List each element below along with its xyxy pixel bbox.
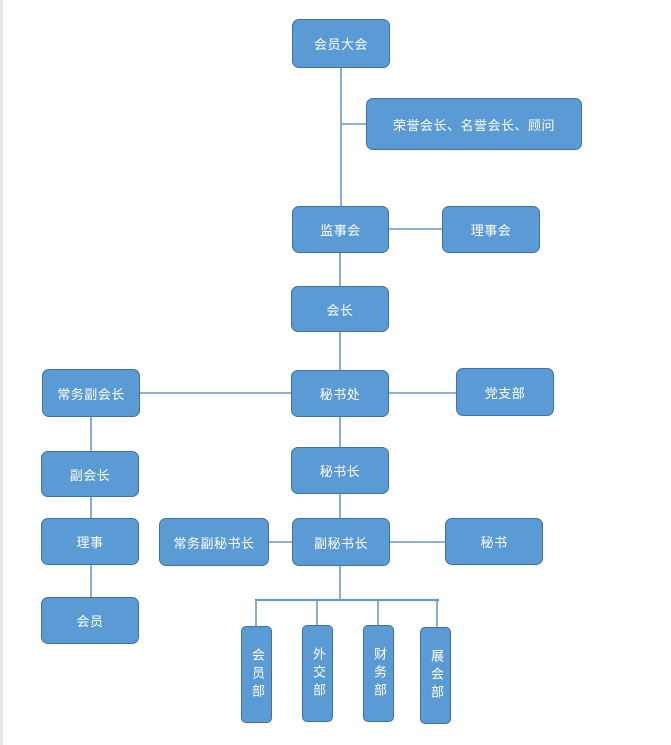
node-general-assembly: 会员大会 [292,19,390,68]
node-label: 副秘书长 [313,536,368,552]
node-label: 党支部 [484,386,526,402]
node-label: 会长 [326,303,354,319]
node-label: 常务副秘书长 [173,536,255,552]
node-label: 常务副会长 [57,387,125,403]
node-label: 秘书 [480,536,508,551]
node-dept-membership: 会员部 [241,626,272,723]
node-dept-finance: 财务部 [363,625,394,722]
node-secretary-general: 秘书长 [291,447,389,494]
node-label: 会员部 [249,647,264,702]
node-label: 会员 [76,615,104,630]
node-label: 财务部 [371,646,386,701]
page-edge [0,0,3,745]
node-council: 理事会 [442,206,540,253]
node-executive-deputy-secretary-general: 常务副秘书长 [159,518,269,566]
node-label: 副会长 [69,468,111,484]
node-supervisory-board: 监事会 [292,206,389,253]
node-label: 秘书处 [319,388,361,403]
node-dept-foreign-affairs: 外交部 [302,625,333,722]
node-executive-vice-president: 常务副会长 [42,369,140,417]
node-label: 展会部 [428,648,443,703]
node-dept-exhibition: 展会部 [420,627,451,724]
node-label: 荣誉会长、名誉会长、顾问 [392,118,555,134]
node-honorary: 荣誉会长、名誉会长、顾问 [366,98,582,150]
node-director: 理事 [41,518,139,565]
node-label: 理事会 [470,224,512,239]
node-secretary: 秘书 [445,518,543,565]
node-label: 秘书长 [319,465,361,480]
node-president: 会长 [291,286,389,332]
node-label: 会员大会 [313,38,368,53]
node-label: 理事 [76,536,104,551]
node-deputy-secretary-general: 副秘书长 [292,518,390,566]
node-member: 会员 [41,597,139,644]
node-label: 监事会 [320,224,361,239]
node-party-branch: 党支部 [456,368,554,416]
node-vice-president: 副会长 [41,451,139,497]
node-secretariat: 秘书处 [291,370,389,417]
node-label: 外交部 [310,646,325,701]
